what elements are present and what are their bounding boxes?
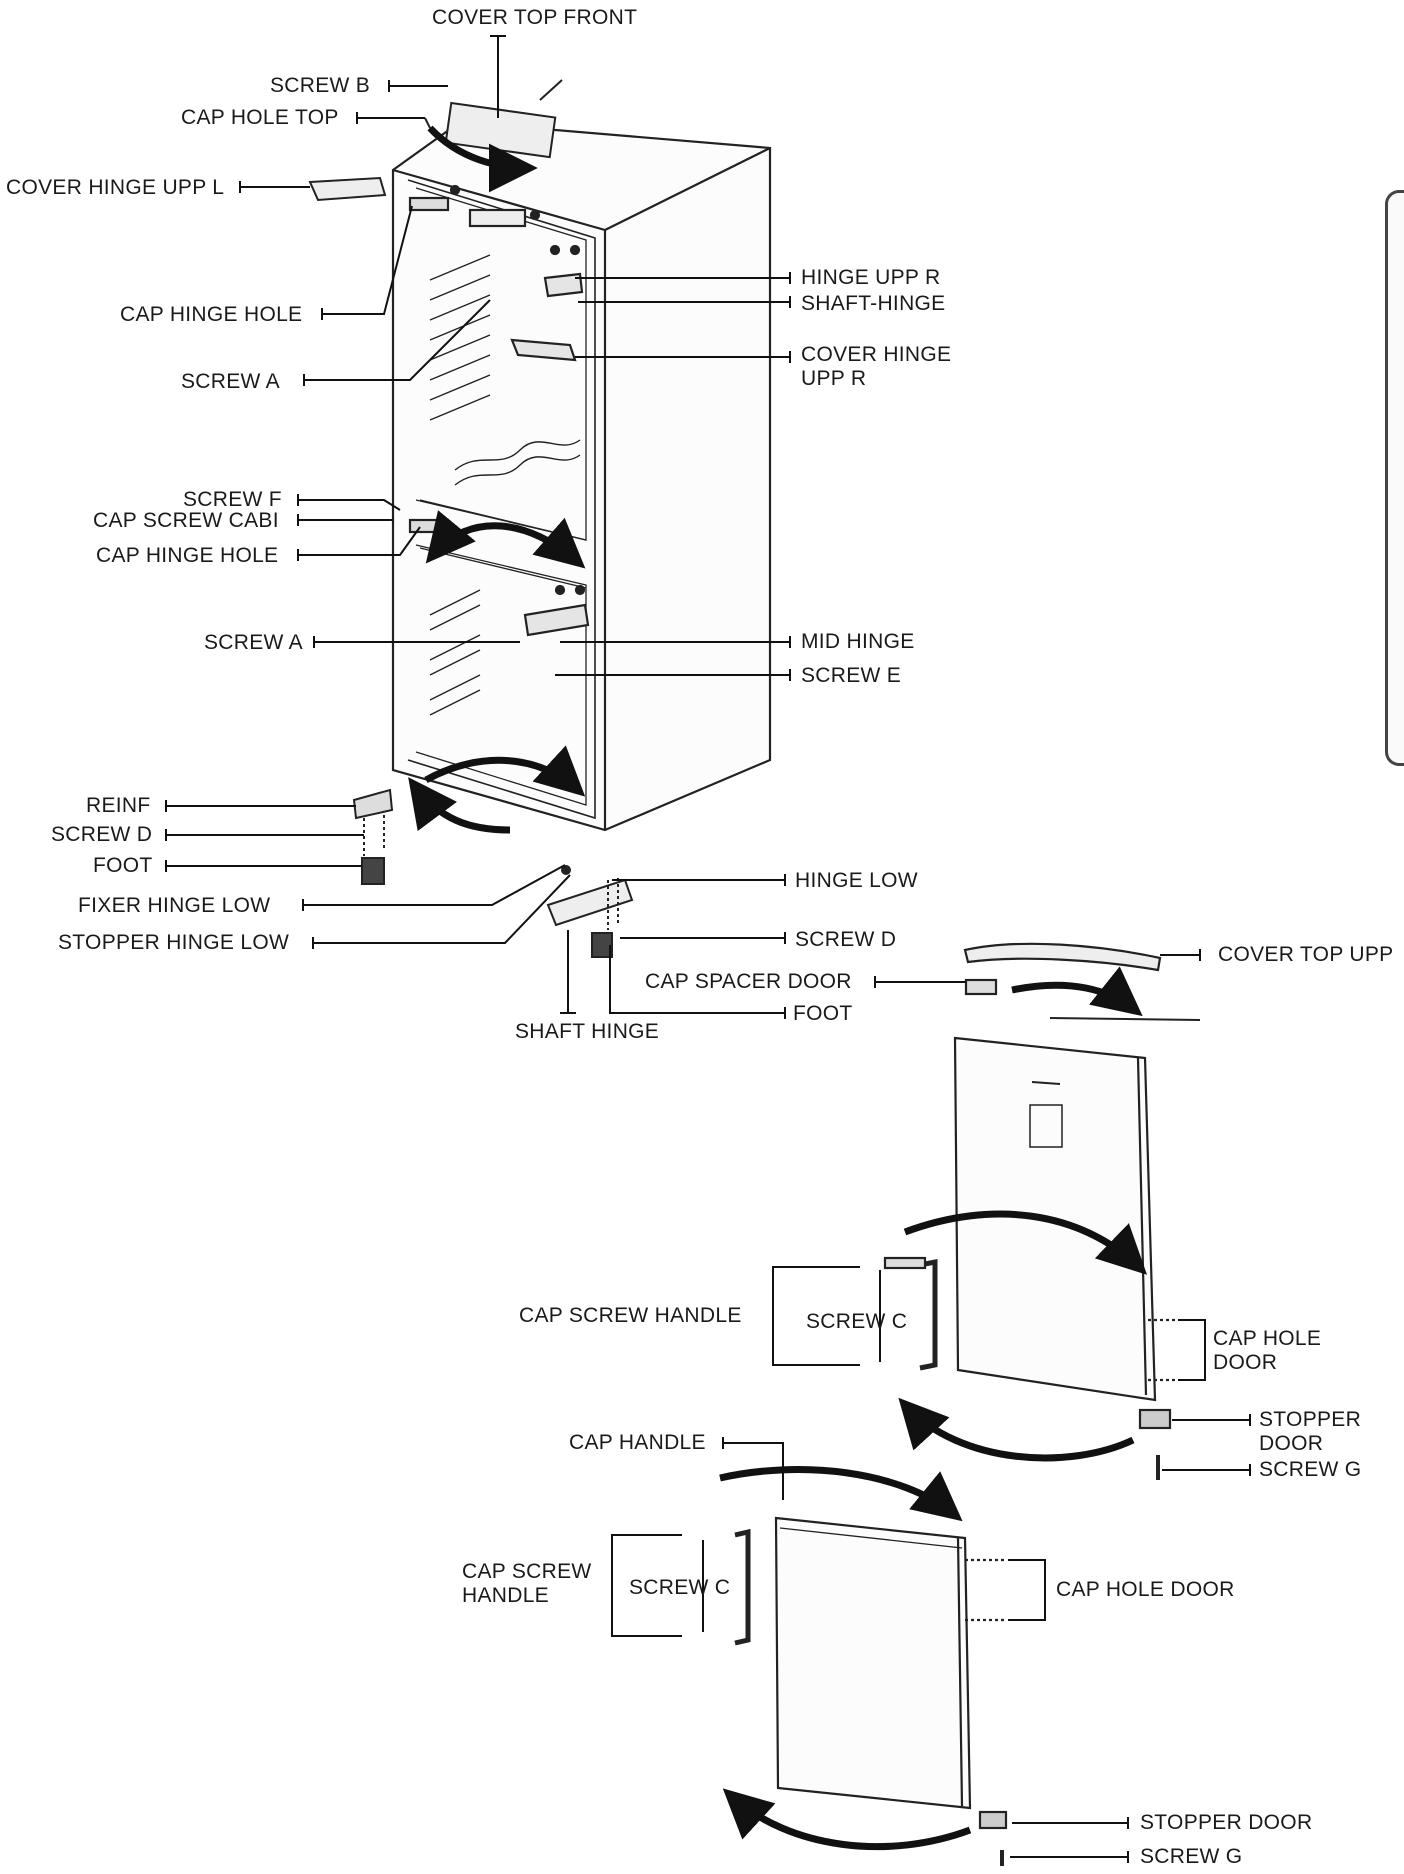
lower-door-drawing [734, 1516, 1008, 1866]
leader-lines [165, 35, 1251, 1863]
label-cap-screw-handle-lower-line1: CAP SCREW [462, 1560, 592, 1583]
label-hinge-low: HINGE LOW [795, 869, 918, 892]
label-screw-d-right: SCREW D [795, 928, 897, 951]
label-cover-hinge-upp-l: COVER HINGE UPP L [6, 176, 225, 199]
lower-left-parts [352, 788, 394, 885]
label-screw-e: SCREW E [801, 664, 902, 687]
label-shaft-hinge-top: SHAFT-HINGE [801, 292, 946, 315]
upper-door-arrows [898, 966, 1148, 1462]
label-cap-hole-door-upper-line2: DOOR [1213, 1351, 1278, 1374]
cabinet-arrows [408, 125, 586, 834]
label-cap-hole-top: CAP HOLE TOP [181, 106, 339, 129]
label-cap-screw-handle-lower-line2: HANDLE [462, 1584, 549, 1607]
label-stopper-door-upper-line2: DOOR [1259, 1432, 1324, 1455]
upper-door-drawing [883, 942, 1201, 1480]
label-cover-top-upp: COVER TOP UPP [1218, 943, 1394, 966]
label-screw-d-left: SCREW D [51, 823, 153, 846]
label-screw-c-lower: SCREW C [629, 1576, 731, 1599]
lower-door-arrows [719, 1466, 972, 1851]
label-stopper-hinge-low: STOPPER HINGE LOW [58, 931, 290, 954]
label-screw-a-lower: SCREW A [204, 631, 303, 654]
label-cap-handle: CAP HANDLE [569, 1431, 706, 1454]
label-mid-hinge: MID HINGE [801, 630, 915, 653]
label-stopper-door-upper-line1: STOPPER [1259, 1408, 1362, 1431]
label-screw-g-lower: SCREW G [1140, 1845, 1243, 1868]
label-cap-spacer-door: CAP SPACER DOOR [645, 970, 852, 993]
label-screw-g-upper: SCREW G [1259, 1458, 1362, 1481]
label-screw-b: SCREW B [270, 74, 371, 97]
label-cap-screw-handle-upper: CAP SCREW HANDLE [519, 1304, 742, 1327]
label-reinf: REINF [86, 794, 151, 817]
page-edge-tab [1385, 190, 1404, 766]
cabinet [391, 120, 772, 832]
label-fixer-hinge-low: FIXER HINGE LOW [78, 894, 271, 917]
label-cap-hinge-hole-upper: CAP HINGE HOLE [120, 303, 303, 326]
label-hinge-upp-r: HINGE UPP R [801, 266, 941, 289]
label-foot-left: FOOT [93, 854, 153, 877]
label-cap-hole-door-upper-line1: CAP HOLE [1213, 1327, 1322, 1350]
label-screw-f: SCREW F [183, 488, 282, 511]
label-cap-screw-cabi: CAP SCREW CABI [93, 509, 279, 532]
label-screw-a-upper: SCREW A [181, 370, 280, 393]
label-cap-hinge-hole-lower: CAP HINGE HOLE [96, 544, 279, 567]
label-cap-hole-door-lower: CAP HOLE DOOR [1056, 1578, 1235, 1601]
label-shaft-hinge-bottom: SHAFT HINGE [515, 1020, 660, 1043]
label-cover-hinge-upp-r-line2: UPP R [801, 367, 867, 390]
label-cover-hinge-upp-r-line1: COVER HINGE [801, 343, 952, 366]
label-stopper-door-lower: STOPPER DOOR [1140, 1811, 1313, 1834]
hinge-low-parts [546, 865, 634, 958]
label-screw-c-upper: SCREW C [806, 1310, 908, 1333]
label-cover-top-front: COVER TOP FRONT [432, 6, 638, 29]
label-foot-right: FOOT [793, 1002, 853, 1025]
